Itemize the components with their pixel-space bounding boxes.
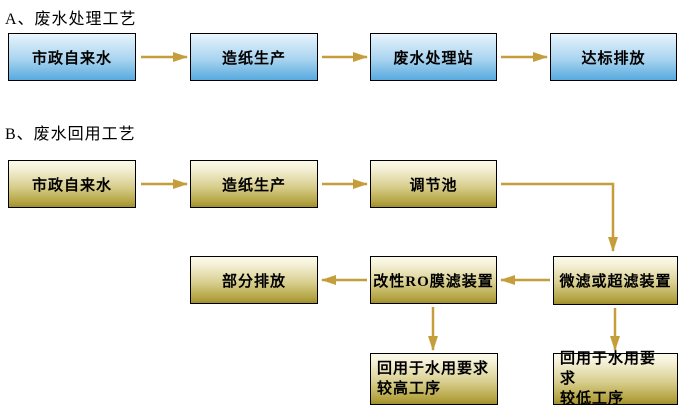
box-b-reuse-high-requirement: 回用于水用要求 较高工序 — [370, 353, 498, 405]
box-label: 造纸生产 — [221, 50, 286, 67]
box-b-paper-production: 造纸生产 — [190, 160, 318, 208]
box-b-modified-ro-membrane: 改性RO膜滤装置 — [370, 256, 497, 304]
section-a-title: A、废水处理工艺 — [5, 11, 137, 28]
box-label: 市政自来水 — [31, 177, 112, 194]
arrow-b-tank-to-microfilter-elbow — [501, 182, 618, 252]
box-label-line2: 较高工序 — [377, 381, 442, 397]
box-label-line1: 回用于水用要求 — [377, 361, 490, 377]
box-label: 达标排放 — [581, 50, 646, 67]
box-b-micro-or-ultrafiltration: 微滤或超滤装置 — [553, 256, 678, 305]
box-label: 市政自来水 — [31, 50, 112, 67]
box-label: 部分排放 — [221, 273, 286, 290]
box-b-reuse-low-requirement: 回用于水用要求 较低工序 — [553, 351, 678, 407]
box-a-standard-discharge: 达标排放 — [550, 33, 677, 81]
box-b-regulating-tank: 调节池 — [370, 160, 497, 208]
box-label-line1: 回用于水用要求 — [560, 351, 657, 387]
box-label-line2: 较低工序 — [560, 391, 625, 407]
box-label: 微滤或超滤装置 — [559, 274, 672, 290]
box-b-partial-discharge: 部分排放 — [190, 256, 318, 304]
box-label: 调节池 — [409, 177, 458, 194]
box-b-municipal-tapwater: 市政自来水 — [8, 160, 136, 208]
box-label: 废水处理站 — [393, 50, 474, 67]
box-label: 造纸生产 — [221, 177, 286, 194]
box-a-municipal-tapwater: 市政自来水 — [8, 33, 136, 81]
section-b-title: B、废水回用工艺 — [5, 126, 136, 143]
box-a-paper-production: 造纸生产 — [190, 33, 318, 81]
box-label: 改性RO膜滤装置 — [373, 273, 494, 290]
box-a-wastewater-treatment-station: 废水处理站 — [370, 33, 497, 81]
